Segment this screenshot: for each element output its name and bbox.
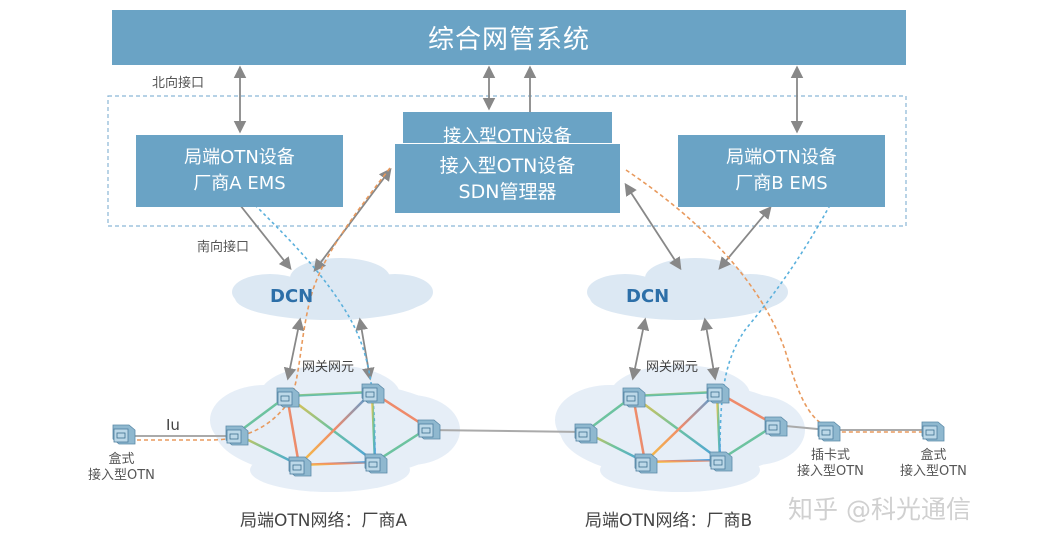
dcn-label-left: DCN (270, 286, 314, 307)
ems-a-line1: 局端OTN设备 (184, 147, 295, 168)
dcn-label-right: DCN (626, 286, 670, 307)
iu-interface-label: Iu (166, 416, 180, 434)
gateway-node-icon (276, 387, 300, 408)
south-interface-label: 南向接口 (197, 240, 250, 255)
ems-a-box[interactable]: 局端OTN设备 厂商A EMS (136, 135, 343, 207)
card-otn-label: 插卡式 接入型OTN (797, 448, 864, 480)
gateway-label-left: 网关网元 (302, 360, 355, 375)
orange-path-right (625, 169, 935, 433)
otn-node-icon (288, 456, 312, 477)
network-a-label: 局端OTN网络：厂商A (240, 511, 408, 531)
box-otn-left-label: 盒式 接入型OTN (88, 452, 155, 484)
otn-node-icon (709, 451, 733, 472)
south-arrow-b (718, 206, 772, 270)
ems-b-line1: 局端OTN设备 (726, 147, 837, 168)
otn-node-icon (764, 416, 788, 437)
box-otn-left-line1: 盒式 (108, 452, 135, 467)
box-otn-right-line2: 接入型OTN (900, 464, 967, 479)
integrated-nms-bar[interactable]: 综合网管系统 (112, 10, 906, 65)
dcn-to-gw-a2 (355, 317, 375, 381)
otn-node-icon (225, 425, 249, 446)
card-otn-node-icon (817, 421, 841, 442)
sdn-back-line1: 接入型OTN设备 (443, 126, 572, 147)
ems-b-line2: 厂商B EMS (735, 173, 828, 194)
inter-network-link (427, 429, 586, 433)
card-otn-line1: 插卡式 (810, 448, 850, 463)
management-region (107, 95, 907, 227)
sdn-to-dcn-b-arrow (624, 182, 682, 271)
sdn-front-line1: 接入型OTN设备 (439, 154, 576, 177)
otn-nodes (112, 383, 945, 477)
gateway-node-icon (622, 387, 646, 408)
ems-a-line2: 厂商A EMS (193, 173, 286, 194)
north-interface-label: 北向接口 (152, 76, 205, 91)
blue-path-left (254, 204, 376, 456)
dcn-cloud-right (587, 258, 788, 320)
dcn-to-gw-b1 (628, 317, 650, 381)
watermark-text: 知乎 @科光通信 (788, 495, 971, 524)
box-otn-right-label: 盒式 接入型OTN (900, 448, 967, 480)
gateway-node-icon (706, 383, 730, 404)
box-otn-right-line1: 盒式 (920, 448, 947, 463)
box-otn-right-node-icon (921, 421, 945, 442)
south-arrow-a (239, 204, 292, 270)
sdn-manager-box[interactable]: 接入型OTN设备 SDN管理器 (394, 143, 621, 214)
network-b-label: 局端OTN网络：厂商B (585, 511, 753, 531)
otn-node-icon (634, 453, 658, 474)
orange-path-left (130, 167, 391, 441)
dcn-to-gw-b2 (700, 317, 720, 381)
gateway-node-icon (361, 383, 385, 404)
sdn-to-dcn-a-arrow (313, 167, 392, 273)
gateway-label-right: 网关网元 (646, 360, 699, 375)
integrated-nms-title: 综合网管系统 (427, 25, 590, 55)
otn-node-icon (574, 423, 598, 444)
dcn-to-gw-a1 (283, 317, 305, 381)
box-otn-left-node-icon (112, 424, 136, 445)
card-otn-line2: 接入型OTN (797, 464, 864, 479)
otn-node-icon (364, 453, 388, 474)
dcn-cloud-left (232, 258, 433, 320)
otn-node-icon (417, 419, 441, 440)
sdn-front-line2: SDN管理器 (458, 180, 557, 203)
ems-b-box[interactable]: 局端OTN设备 厂商B EMS (678, 135, 885, 207)
box-otn-left-line2: 接入型OTN (88, 468, 155, 483)
